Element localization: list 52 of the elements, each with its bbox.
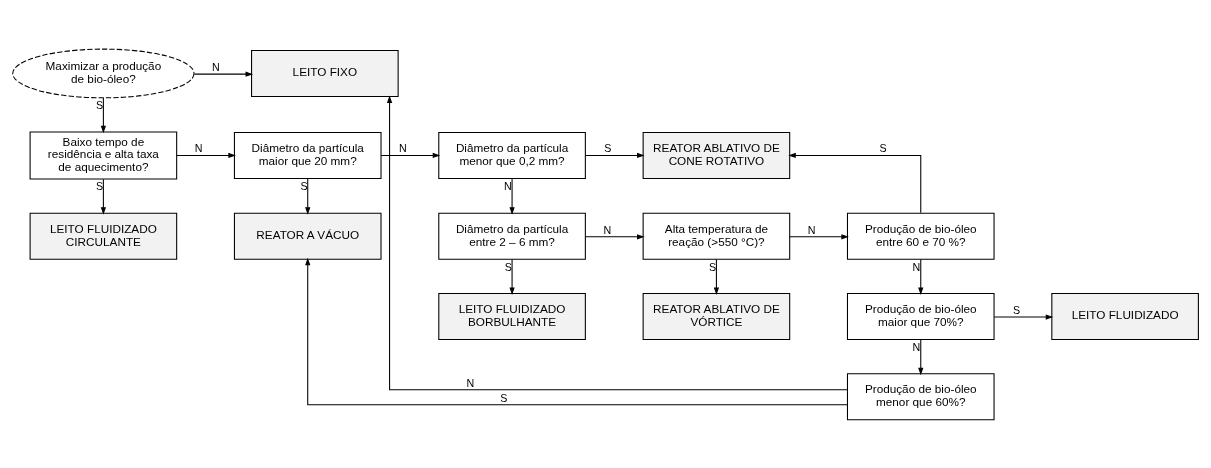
node-box: LEITO FLUIDIZADO CIRCULANTE xyxy=(29,212,178,260)
edge-label: N xyxy=(194,141,203,154)
node-box: REATOR A VÁCUO xyxy=(233,212,382,260)
arrow xyxy=(100,178,106,215)
edge-label: N xyxy=(912,340,921,353)
arrow xyxy=(386,94,848,390)
arrow xyxy=(585,233,645,239)
arrow xyxy=(789,233,849,239)
arrow xyxy=(100,97,106,133)
arrow xyxy=(585,152,645,158)
arrow xyxy=(176,152,236,158)
arrow xyxy=(509,258,515,295)
node-box: Diâmetro da partícula menor que 0,2 mm? xyxy=(438,131,586,179)
arrow xyxy=(193,71,253,77)
edge-label: S xyxy=(500,391,508,404)
edge-label: N xyxy=(399,141,407,154)
arrow xyxy=(509,177,515,215)
node-box: LEITO FIXO xyxy=(251,49,399,97)
node-box: Baixo tempo de residência e alta taxa de aquecimento? xyxy=(29,130,178,180)
edge-label: S xyxy=(709,260,717,272)
arrow xyxy=(305,257,848,405)
node-box: Alta temperatura de reação (>550 °C)? xyxy=(642,212,791,260)
node-box: Diâmetro da partícula maior que 20 mm? xyxy=(233,131,382,179)
edge-label: S xyxy=(96,98,104,111)
edge-label: N xyxy=(807,223,816,236)
arrow xyxy=(918,258,924,295)
edge-label: S xyxy=(1012,303,1021,316)
edge-label: S xyxy=(504,260,512,272)
node-box: Produção de bio-óleo maior que 70%? xyxy=(846,292,995,340)
arrow xyxy=(918,338,924,375)
edge-label: N xyxy=(212,60,220,73)
edge-label: N xyxy=(466,376,475,389)
edge-label: S xyxy=(96,179,104,192)
arrow xyxy=(305,177,311,215)
node-box: Diâmetro da partícula entre 2 – 6 mm? xyxy=(438,212,586,260)
node-box: LEITO FLUIDIZADO xyxy=(1051,292,1199,340)
node-box: Produção de bio-óleo entre 60 e 70 %? xyxy=(846,212,995,260)
edge-label: S xyxy=(300,179,308,192)
edge-label: N xyxy=(603,223,612,236)
node-box: Produção de bio-óleo menor que 60%? xyxy=(846,372,995,420)
arrow xyxy=(993,313,1054,320)
arrow xyxy=(713,258,720,295)
edge-label: N xyxy=(503,179,512,192)
arrow xyxy=(380,152,441,158)
edge-label: N xyxy=(912,260,921,272)
edge-label: S xyxy=(879,141,887,154)
edge-label: S xyxy=(604,141,612,154)
node-box: LEITO FLUIDIZADO BORBULHANTE xyxy=(438,292,586,340)
node-box: REATOR ABLATIVO DE CONE ROTATIVO xyxy=(642,131,791,179)
arrow xyxy=(788,152,922,213)
node-box: REATOR ABLATIVO DE VÓRTICE xyxy=(642,292,791,340)
node-ellipse: Maximizar a produção de bio-óleo? xyxy=(12,48,195,98)
